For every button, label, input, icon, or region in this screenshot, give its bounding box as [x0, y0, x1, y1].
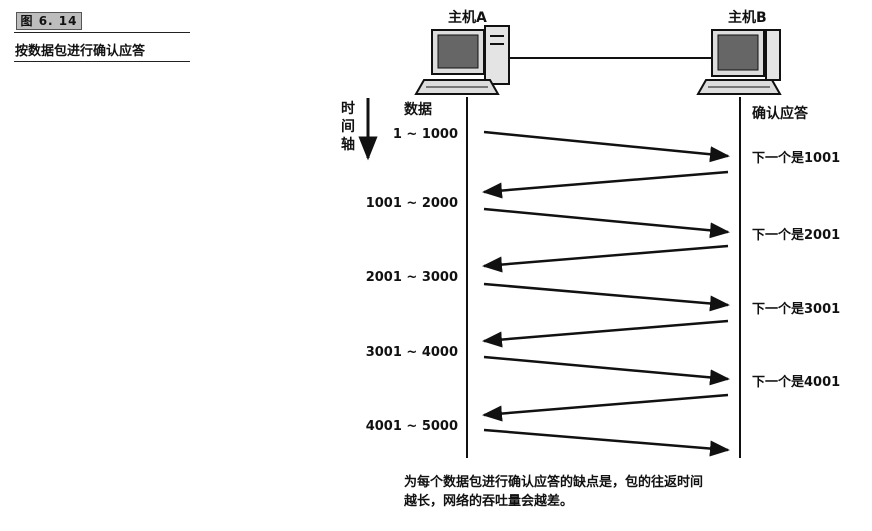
- data-arrow: [484, 430, 728, 450]
- computer-a-icon: [416, 26, 509, 94]
- host-a-label: 主机A: [448, 9, 487, 26]
- time-axis-char-1: 时: [341, 100, 355, 117]
- data-arrow: [484, 132, 728, 156]
- ack-arrow: [484, 246, 728, 266]
- data-range-label: 1001 ~ 2000: [366, 196, 458, 211]
- ack-label: 下一个是1001: [752, 150, 840, 166]
- data-column-header: 数据: [404, 101, 432, 118]
- ack-arrow: [484, 172, 728, 192]
- ack-label: 下一个是2001: [752, 227, 840, 243]
- data-range-label: 4001 ~ 5000: [366, 419, 458, 434]
- time-axis-char-3: 轴: [341, 136, 355, 153]
- ack-label: 下一个是4001: [752, 374, 840, 390]
- ack-column-header: 确认应答: [752, 105, 809, 122]
- data-range-label: 1 ~ 1000: [393, 127, 458, 142]
- data-arrow: [484, 284, 728, 305]
- time-axis-char-2: 间: [341, 118, 355, 135]
- data-range-label: 2001 ~ 3000: [366, 270, 458, 285]
- ack-label: 下一个是3001: [752, 301, 840, 317]
- ack-arrow: [484, 321, 728, 341]
- caption-line-1: 为每个数据包进行确认应答的缺点是，包的往返时间: [404, 474, 703, 490]
- host-b-label: 主机B: [728, 9, 767, 26]
- data-arrow: [484, 357, 728, 379]
- ack-arrow: [484, 395, 728, 415]
- caption-line-2: 越长，网络的吞吐量会越差。: [403, 493, 573, 509]
- computer-b-icon: [698, 30, 780, 94]
- data-range-label: 3001 ~ 4000: [366, 345, 458, 360]
- data-arrow: [484, 209, 728, 232]
